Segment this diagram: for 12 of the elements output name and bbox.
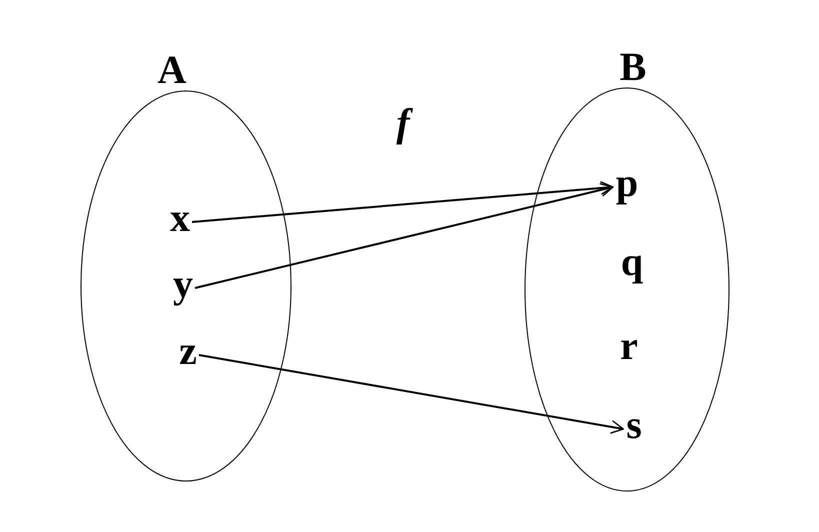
element-label: r xyxy=(620,326,638,366)
element-label: q xyxy=(620,242,644,282)
element-label: x xyxy=(170,198,190,238)
element-label: z xyxy=(179,331,197,371)
set-name: A xyxy=(158,50,186,90)
element-label: s xyxy=(626,405,642,445)
arrow xyxy=(194,182,614,289)
element-label: p xyxy=(616,163,638,203)
set-name: B xyxy=(620,47,646,87)
element-label: y xyxy=(173,264,193,304)
arrow xyxy=(192,181,614,223)
arrow xyxy=(198,354,624,434)
